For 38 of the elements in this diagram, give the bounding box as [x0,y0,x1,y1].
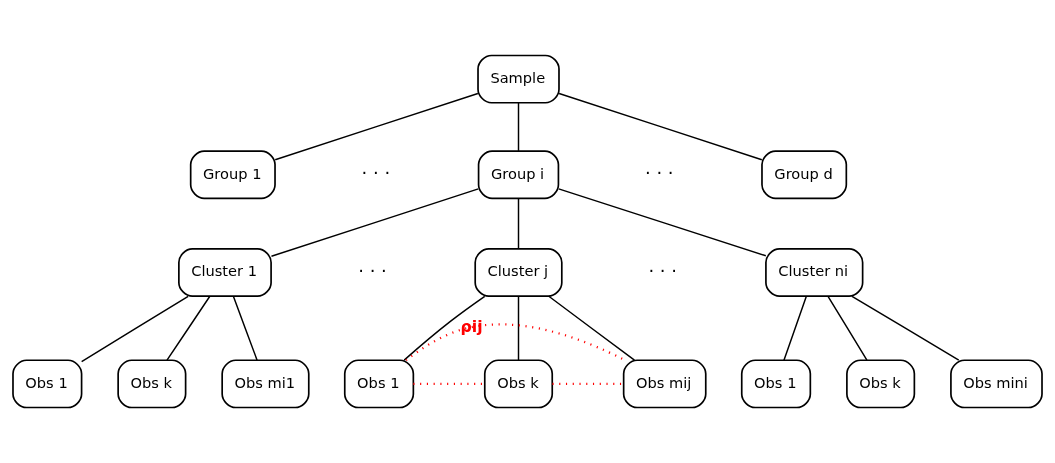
connector [827,295,868,361]
edge-label: ρij [460,317,483,337]
connector [851,295,960,361]
node-box: Obs 1 [12,359,83,409]
label: · · · [361,161,391,183]
node-box: Obs mij [622,359,707,409]
node-box: Cluster 1 [178,248,272,297]
connector [232,295,258,361]
connector [557,188,767,257]
connector [517,295,520,361]
node-box: Obs k [117,359,187,409]
connector [558,92,763,161]
label: · · · [358,259,387,281]
node-box: Obs k [846,359,916,409]
connector [552,382,624,385]
label: · · · [648,259,677,281]
connector [270,188,480,258]
node-box: Cluster ni [765,248,864,297]
node-box: Obs mi1 [221,359,310,409]
label: · · · [645,161,674,183]
connector [783,295,808,361]
node-box: Cluster j [474,248,563,297]
node-box: Group 1 [189,150,276,200]
node-box: Group i [477,150,560,200]
connector [166,295,211,361]
connector [413,382,485,385]
node-box: Group d [761,150,848,200]
connector [517,102,520,152]
node-box: Obs mini [950,359,1043,409]
connector [548,295,636,361]
node-box: Obs k [483,359,554,409]
connector [403,295,486,361]
connector [80,295,189,363]
node-box: Obs 1 [740,359,812,409]
node-box: Obs 1 [343,359,415,409]
connector [517,197,520,250]
connector [274,92,479,161]
node-box: Sample [477,54,560,104]
